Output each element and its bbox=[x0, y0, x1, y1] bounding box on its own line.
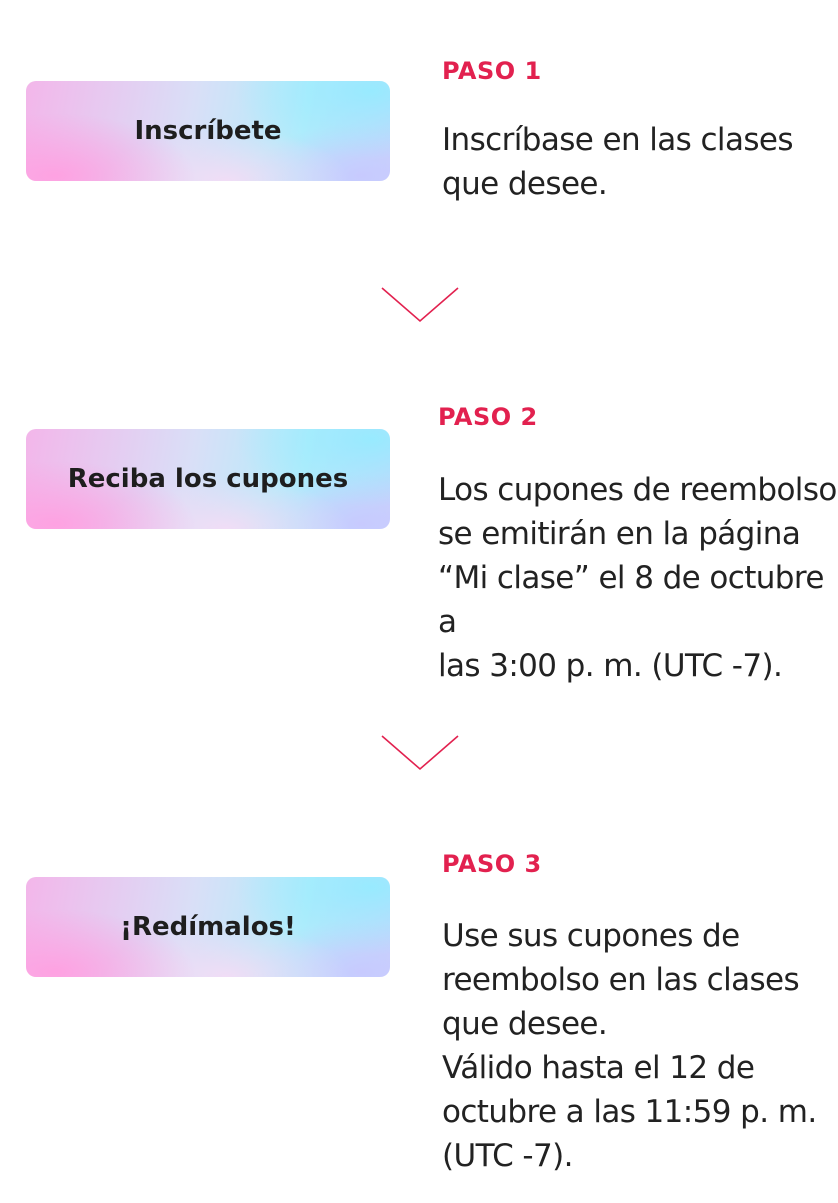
redeem-button-label: ¡Redímalos! bbox=[120, 912, 296, 942]
step-2-text: Los cupones de reembolso se emitirán en … bbox=[438, 472, 837, 684]
enroll-button[interactable]: Inscríbete bbox=[26, 81, 390, 181]
step-1-label: PASO 1 bbox=[442, 57, 542, 85]
enroll-button-label: Inscríbete bbox=[134, 116, 282, 146]
step-2-label: PASO 2 bbox=[438, 403, 538, 431]
step-2: Reciba los cupones PASO 2 Los cupones de… bbox=[0, 380, 838, 720]
step-1-text: Inscríbase en las clases que desee. bbox=[442, 122, 794, 202]
step-3-label: PASO 3 bbox=[442, 850, 542, 878]
receive-coupons-button-label: Reciba los cupones bbox=[67, 464, 349, 494]
chevron-down-icon bbox=[381, 735, 459, 771]
step-3-text: Use sus cupones de reembolso en las clas… bbox=[442, 918, 817, 1174]
step-3: ¡Redímalos! PASO 3 Use sus cupones de re… bbox=[0, 830, 838, 1203]
chevron-down-icon bbox=[381, 287, 459, 323]
step-1: Inscríbete PASO 1 Inscríbase en las clas… bbox=[0, 0, 838, 240]
redeem-button[interactable]: ¡Redímalos! bbox=[26, 877, 390, 977]
receive-coupons-button[interactable]: Reciba los cupones bbox=[26, 429, 390, 529]
